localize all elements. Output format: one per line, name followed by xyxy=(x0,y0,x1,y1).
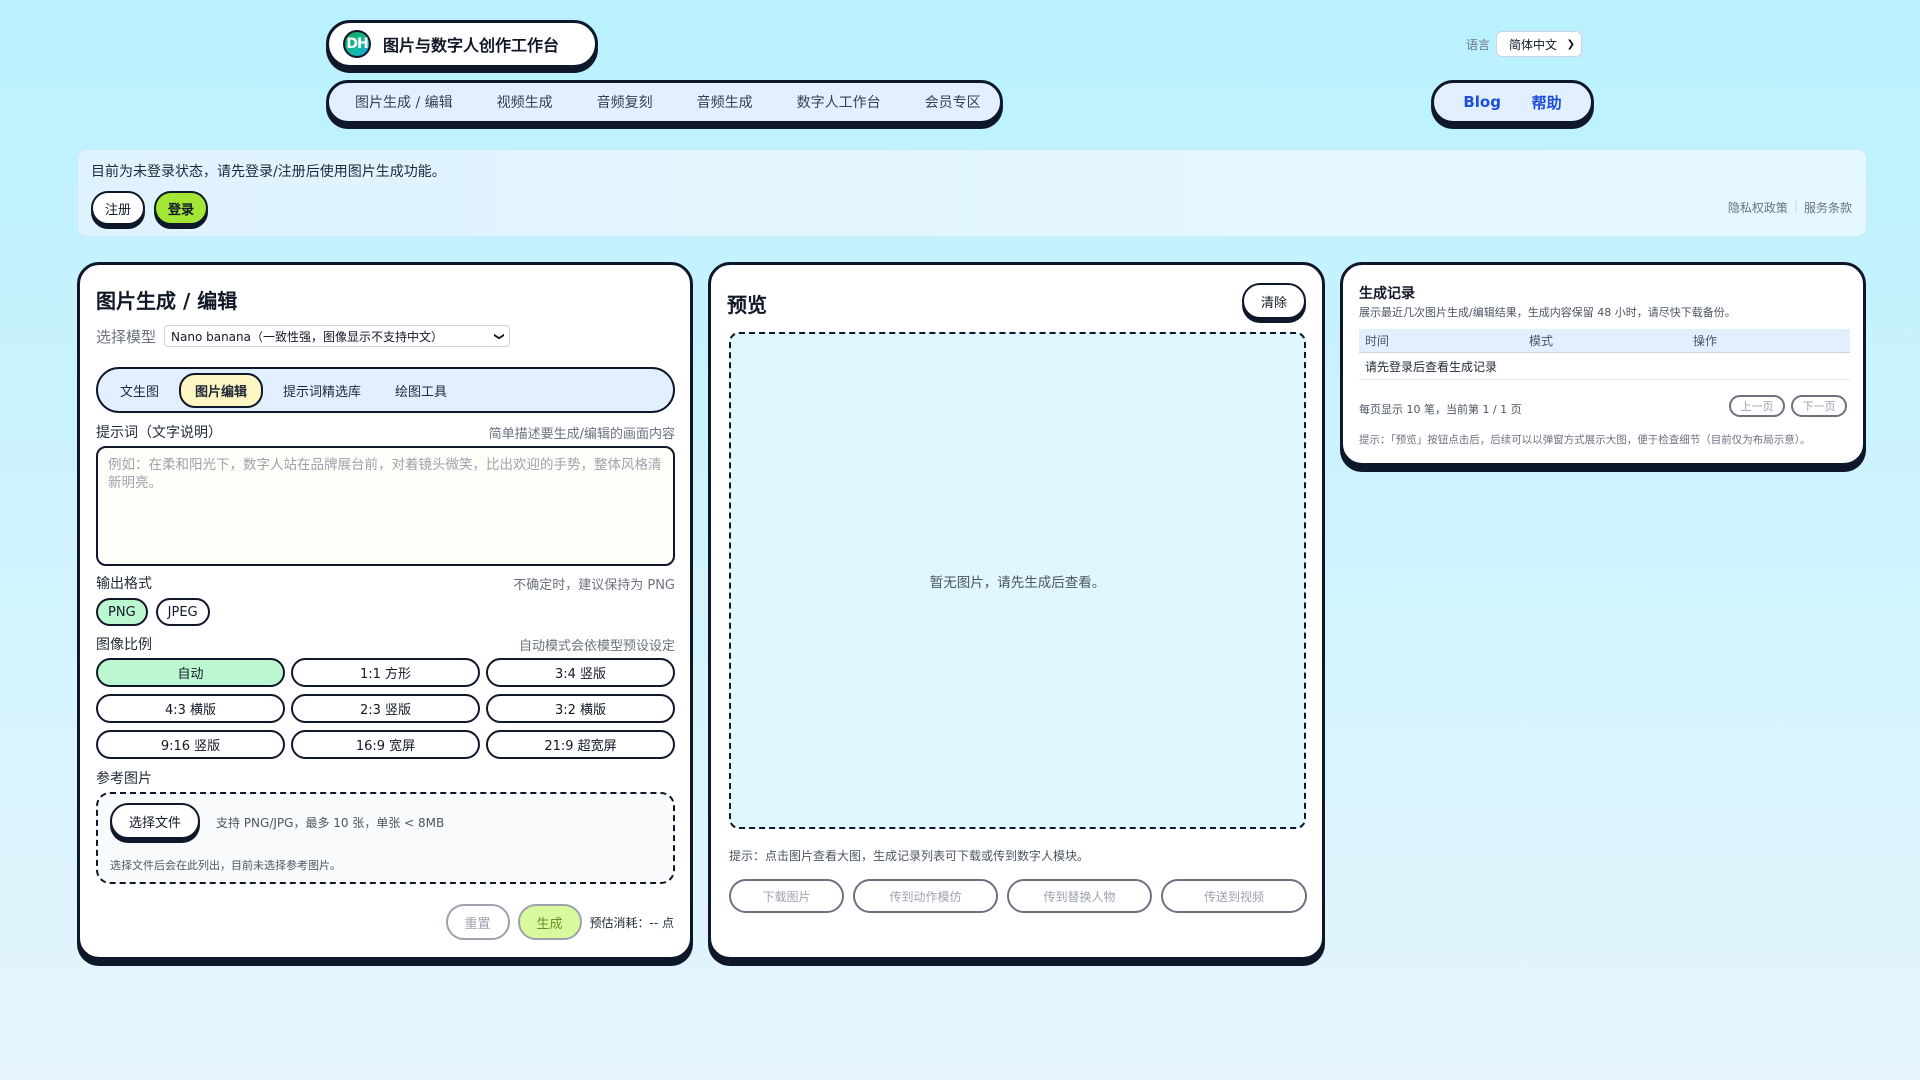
clear-button[interactable]: 清除 xyxy=(1242,283,1306,319)
tab-drawing-tools[interactable]: 绘图工具 xyxy=(395,384,448,400)
chevron-down-icon: ❯ xyxy=(493,331,505,341)
prompt-hint: 简单描述要生成/编辑的画面内容 xyxy=(488,426,675,442)
format-jpeg-option[interactable]: JPEG xyxy=(155,598,210,626)
tab-prompt-library[interactable]: 提示词精选库 xyxy=(283,384,362,400)
ratio-16-9[interactable]: 16:9 宽屏 xyxy=(291,730,480,759)
send-to-replace-button[interactable]: 传到替换人物 xyxy=(1007,879,1152,913)
language-value: 简体中文 xyxy=(1509,37,1558,52)
history-panel: 生成记录 展示最近几次图片生成/编辑结果，生成内容保留 48 小时，请尽快下载备… xyxy=(1340,262,1866,466)
file-status: 选择文件后会在此列出，目前未选择参考图片。 xyxy=(110,859,341,872)
prompt-textarea[interactable]: 例如：在柔和阳光下，数字人站在品牌展台前，对着镜头微笑，比出欢迎的手势，整体风格… xyxy=(96,446,675,566)
reference-label: 参考图片 xyxy=(96,771,152,787)
login-notice: 目前为未登录状态，请先登录/注册后使用图片生成功能。 注册 登录 隐私权政策 |… xyxy=(77,149,1867,237)
format-header: 输出格式 不确定时，建议保持为 PNG xyxy=(96,573,675,593)
nav-item-video[interactable]: 视频生成 xyxy=(496,95,553,111)
cost-estimate: 预估消耗：-- 点 xyxy=(589,915,674,930)
ratio-auto[interactable]: 自动 xyxy=(96,658,285,687)
prev-page-button[interactable]: 上一页 xyxy=(1729,395,1785,417)
policy-links: 隐私权政策 | 服务条款 xyxy=(1728,199,1852,216)
terms-link[interactable]: 服务条款 xyxy=(1803,201,1852,215)
format-png-option[interactable]: PNG xyxy=(96,598,148,626)
preview-area[interactable]: 暂无图片，请先生成后查看。 xyxy=(729,332,1306,829)
logo-icon: DH xyxy=(343,30,371,58)
column-mode: 模式 xyxy=(1529,334,1554,348)
login-button[interactable]: 登录 xyxy=(154,191,208,225)
nav-item-digital-human[interactable]: 数字人工作台 xyxy=(796,95,881,111)
ratio-label: 图像比例 xyxy=(96,637,152,653)
model-label: 选择模型 xyxy=(96,327,157,346)
history-empty-row: 请先登录后查看生成记录 xyxy=(1359,353,1850,380)
preview-actions: 下载图片 传到动作模仿 传到替换人物 传送到视频 xyxy=(729,879,1307,913)
send-to-video-button[interactable]: 传送到视频 xyxy=(1161,879,1307,913)
column-actions: 操作 xyxy=(1693,334,1718,348)
editor-panel: 图片生成 / 编辑 选择模型 Nano banana（一致性强，图像显示不支持中… xyxy=(77,262,693,960)
history-title: 生成记录 xyxy=(1359,286,1415,302)
pager-info: 每页显示 10 笔，当前第 1 / 1 页 xyxy=(1359,403,1522,416)
nav-item-membership[interactable]: 会员专区 xyxy=(924,95,981,111)
format-options: PNG JPEG xyxy=(96,598,210,626)
preview-panel: 预览 清除 暂无图片，请先生成后查看。 提示：点击图片查看大图，生成记录列表可下… xyxy=(708,262,1325,960)
app-title-pill: DH 图片与数字人创作工作台 xyxy=(326,20,598,68)
download-image-button[interactable]: 下载图片 xyxy=(729,879,844,913)
ratio-1-1[interactable]: 1:1 方形 xyxy=(291,658,480,687)
ratio-3-2[interactable]: 3:2 横版 xyxy=(486,694,675,723)
app-title: 图片与数字人创作工作台 xyxy=(383,36,560,55)
link-separator: | xyxy=(1793,199,1798,213)
model-row: 选择模型 Nano banana（一致性强，图像显示不支持中文） ❯ xyxy=(96,325,511,347)
ratio-2-3[interactable]: 2:3 竖版 xyxy=(291,694,480,723)
ratio-hint: 自动模式会依模型预设设定 xyxy=(518,638,675,654)
main-nav: 图片生成 / 编辑 视频生成 音频复刻 音频生成 数字人工作台 会员专区 xyxy=(326,80,1003,124)
pager: 上一页 下一页 xyxy=(1729,395,1847,417)
preview-tip: 提示：点击图片查看大图，生成记录列表可下载或传到数字人模块。 xyxy=(729,849,1090,863)
model-select[interactable]: Nano banana（一致性强，图像显示不支持中文） ❯ xyxy=(164,325,511,347)
nav-item-image[interactable]: 图片生成 / 编辑 xyxy=(355,95,453,111)
reference-dropzone[interactable]: 选择文件 支持 PNG/JPG，最多 10 张，单张 < 8MB 选择文件后会在… xyxy=(96,792,675,884)
file-hint: 支持 PNG/JPG，最多 10 张，单张 < 8MB xyxy=(216,816,445,830)
editor-title: 图片生成 / 编辑 xyxy=(96,289,238,313)
nav-item-audio-clone[interactable]: 音频复刻 xyxy=(596,95,653,111)
send-to-motion-button[interactable]: 传到动作模仿 xyxy=(853,879,998,913)
privacy-link[interactable]: 隐私权政策 xyxy=(1727,201,1788,215)
generate-button[interactable]: 生成 xyxy=(517,904,582,940)
help-link[interactable]: 帮助 xyxy=(1531,93,1562,112)
links-pill: Blog 帮助 xyxy=(1431,80,1594,124)
register-button[interactable]: 注册 xyxy=(91,191,145,225)
chevron-down-icon: ❯ xyxy=(1566,38,1575,50)
language-select[interactable]: 简体中文 ❯ xyxy=(1496,31,1582,57)
nav-item-audio-gen[interactable]: 音频生成 xyxy=(696,95,753,111)
editor-actions: 重置 生成 预估消耗：-- 点 xyxy=(445,904,674,940)
ratio-options: 自动 1:1 方形 3:4 竖版 4:3 横版 2:3 竖版 3:2 横版 9:… xyxy=(96,658,675,759)
prompt-header: 提示词（文字说明） 简单描述要生成/编辑的画面内容 xyxy=(96,422,675,442)
blog-link[interactable]: Blog xyxy=(1463,93,1501,111)
mode-tabs: 文生图 图片编辑 提示词精选库 绘图工具 xyxy=(96,367,675,413)
format-hint: 不确定时，建议保持为 PNG xyxy=(513,577,675,593)
language-label: 语言 xyxy=(1466,38,1491,52)
ratio-9-16[interactable]: 9:16 竖版 xyxy=(96,730,285,759)
tab-text-to-image[interactable]: 文生图 xyxy=(120,384,160,400)
ratio-4-3[interactable]: 4:3 横版 xyxy=(96,694,285,723)
ratio-21-9[interactable]: 21:9 超宽屏 xyxy=(486,730,675,759)
choose-file-button[interactable]: 选择文件 xyxy=(110,803,200,839)
tab-image-edit[interactable]: 图片编辑 xyxy=(179,372,264,408)
preview-empty-text: 暂无图片，请先生成后查看。 xyxy=(929,574,1106,591)
prompt-label: 提示词（文字说明） xyxy=(96,425,222,441)
format-label: 输出格式 xyxy=(96,576,152,592)
reset-button[interactable]: 重置 xyxy=(445,904,510,940)
history-tip: 提示：「预览」按钮点击后，后续可以以弹窗方式展示大图，便于检查细节（目前仅为布局… xyxy=(1359,434,1811,446)
history-table: 时间 模式 操作 请先登录后查看生成记录 xyxy=(1359,329,1850,380)
ratio-header: 图像比例 自动模式会依模型预设设定 xyxy=(96,634,675,654)
ratio-3-4[interactable]: 3:4 竖版 xyxy=(486,658,675,687)
notice-message: 目前为未登录状态，请先登录/注册后使用图片生成功能。 xyxy=(91,164,446,180)
model-value: Nano banana（一致性强，图像显示不支持中文） xyxy=(171,329,443,344)
history-description: 展示最近几次图片生成/编辑结果，生成内容保留 48 小时，请尽快下载备份。 xyxy=(1359,306,1736,319)
history-table-header: 时间 模式 操作 xyxy=(1359,329,1850,353)
next-page-button[interactable]: 下一页 xyxy=(1791,395,1847,417)
preview-title: 预览 xyxy=(727,293,767,317)
column-time: 时间 xyxy=(1365,334,1390,348)
